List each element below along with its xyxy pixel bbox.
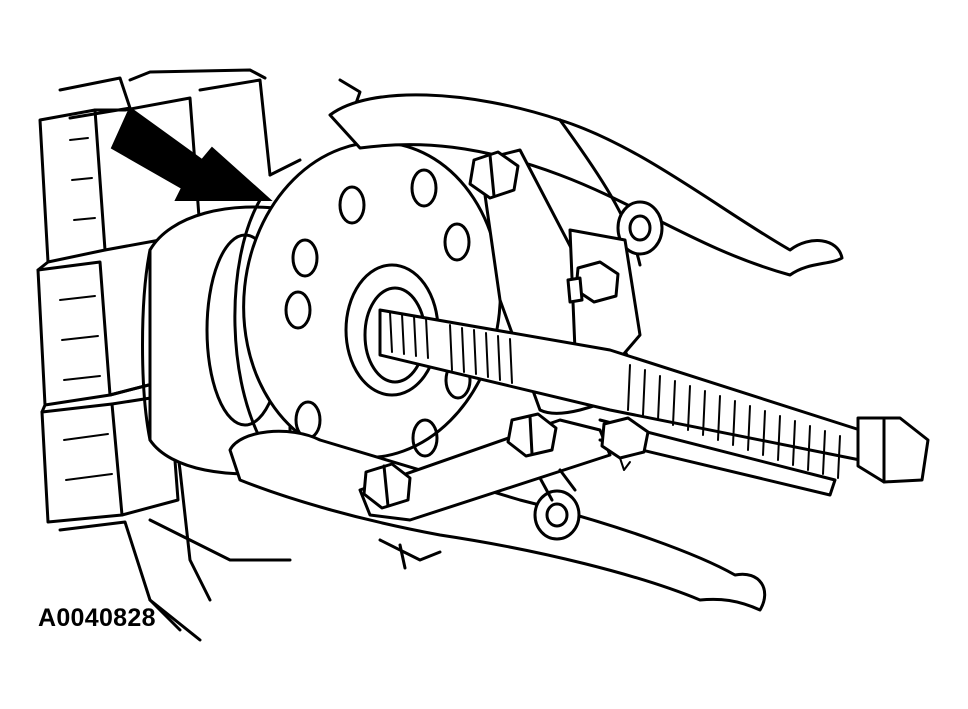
bolt-icon: [468, 150, 520, 200]
figure-reference-code: A0040828: [38, 604, 156, 632]
pulley-disc: [233, 140, 502, 472]
screw-hex-head: [856, 416, 930, 484]
nut-icon: [566, 260, 620, 304]
nut-icon-lower: [600, 416, 650, 471]
disc-bolt-holes: [284, 168, 472, 458]
bolt-icon-lower-right: [506, 412, 558, 458]
lower-jaw: [228, 429, 767, 612]
upper-jaw: [328, 93, 844, 277]
jaw-pin: [378, 468, 577, 570]
bolt-icon-lower-left: [362, 462, 412, 510]
arrow-indicator-icon: [110, 106, 273, 201]
